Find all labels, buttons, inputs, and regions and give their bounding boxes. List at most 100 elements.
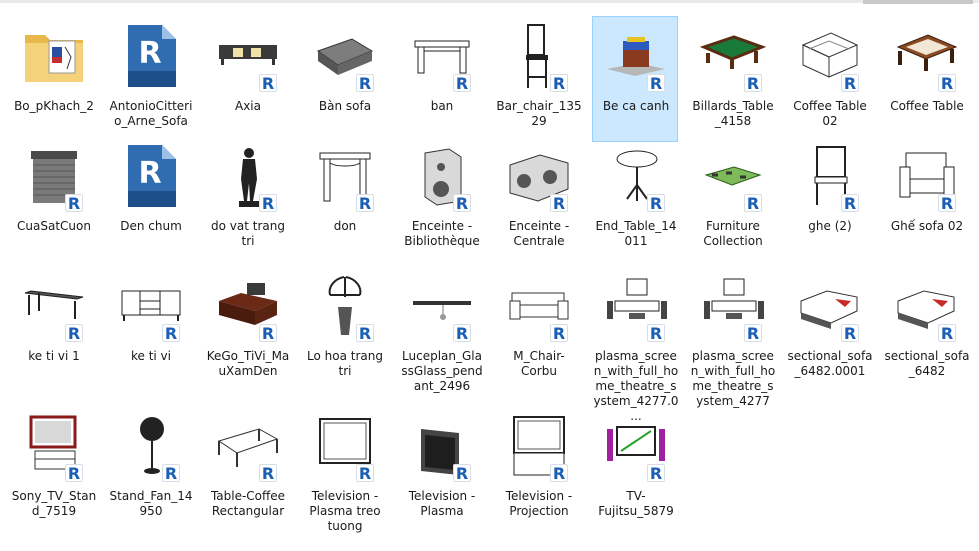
svg-text:R: R [68,464,80,482]
svg-text:R: R [165,464,177,482]
file-item[interactable]: Bo_pKhach_2 [10,16,96,142]
tv-stand-icon [19,411,89,481]
revit-badge-icon: R [162,324,180,342]
revit-badge-icon: R [356,74,374,92]
revit-badge-icon: R [453,194,471,212]
file-name-label: CuaSatCuon [17,219,91,233]
svg-text:R: R [553,324,565,342]
file-name-label: ke ti vi 1 [28,349,80,363]
revit-badge-icon: R [453,324,471,342]
file-item[interactable]: R Coffee Table [883,16,969,142]
file-name-label: End_Table_14011 [595,219,677,248]
svg-text:R: R [359,464,371,482]
file-name-label: Lo hoa trang tri [307,349,383,378]
file-item[interactable]: R Lo hoa trang tri [301,266,387,392]
revit-badge-icon: R [453,74,471,92]
file-name-label: M_Chair-Corbu [513,349,565,378]
file-name-label: Be ca canh [602,99,670,113]
file-name-label: Enceinte - Centrale [508,219,570,248]
file-name-label: ke ti vi [130,349,171,363]
armchair-icon [892,141,962,211]
svg-text:R: R [941,74,953,92]
revit-badge-icon: R [647,324,665,342]
flower-vase-icon [310,271,380,341]
top-border [0,0,979,3]
file-name-label: Sony_TV_Stand_7519 [11,489,97,518]
file-name-label: Bo_pKhach_2 [14,99,94,113]
billiard-table-icon [698,21,768,91]
revit-badge-icon: R [65,324,83,342]
file-name-label: Den chum [120,219,182,233]
svg-text:R: R [747,194,759,212]
file-item[interactable]: R CuaSatCuon [10,136,96,262]
revit-badge-icon: R [744,324,762,342]
file-name-label: Billards_Table_4158 [692,99,774,128]
bar-chair-icon [504,21,574,91]
revit-badge-icon: R [65,194,83,212]
home-theatre-icon [698,271,768,341]
revit-badge-icon: R [938,194,956,212]
file-name-label: Enceinte - Bibliothèque [404,219,480,248]
revit-badge-icon: R [938,74,956,92]
revit-badge-icon: R [356,324,374,342]
file-name-label: Coffee Table 02 [793,99,867,128]
glass-table-icon [795,21,865,91]
file-name-label: ghe (2) [808,219,852,233]
file-item[interactable]: R Sony_TV_Stand_7519 [10,406,96,532]
dark-cabinet-icon [213,271,283,341]
sectional-sofa-icon [795,271,865,341]
file-item[interactable]: R M_Chair-Corbu [495,266,581,392]
file-name-label: Bar_chair_13529 [496,99,582,128]
folder-icon [19,21,89,91]
file-item[interactable]: R Enceinte - Bibliothèque [398,136,484,262]
svg-text:R: R [456,194,468,212]
svg-text:R: R [359,194,371,212]
revit-badge-icon: R [841,74,859,92]
file-name-label: Coffee Table [890,99,964,113]
statue-icon [213,141,283,211]
svg-text:R: R [456,74,468,92]
file-item[interactable]: R Be ca canh [592,16,678,142]
svg-text:R: R [68,324,80,342]
svg-text:R: R [165,324,177,342]
sofa-outline-icon [504,271,574,341]
file-name-label: sectional_sofa_6482.0001 [787,349,873,378]
file-name-label: ban [430,99,454,113]
aquarium-icon [601,21,671,91]
file-item[interactable]: R Coffee Table 02 [786,16,872,142]
horizontal-scrollbar[interactable] [863,0,973,4]
revit-badge-icon: R [356,464,374,482]
long-table-icon [19,271,89,341]
svg-text:R: R [262,74,274,92]
revit-badge-icon: R [647,74,665,92]
